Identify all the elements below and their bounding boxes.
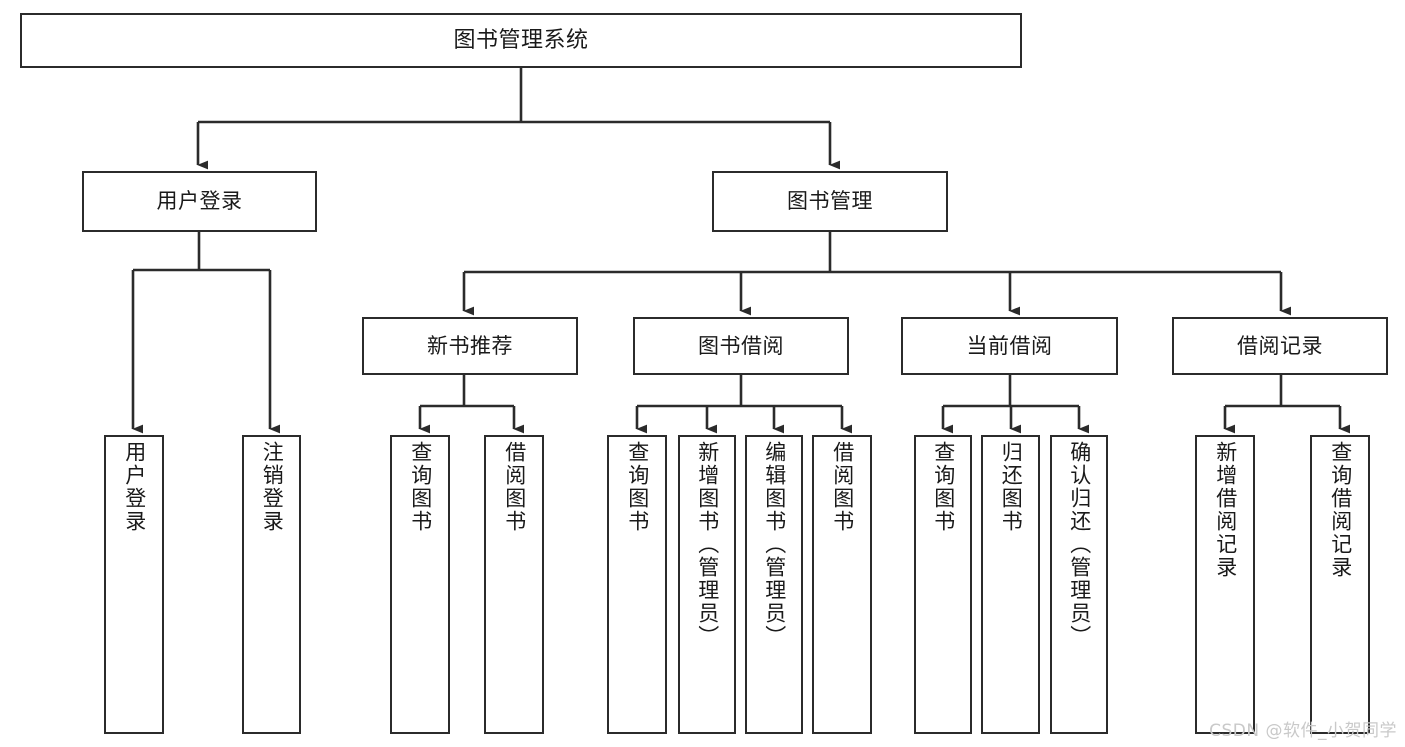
node-book-borrow[interactable]: 图书借阅 bbox=[633, 317, 849, 375]
node-new-book-recommend[interactable]: 新书推荐 bbox=[362, 317, 578, 375]
node-label: 注销登录 bbox=[260, 441, 285, 533]
leaf-return-book[interactable]: 归还图书 bbox=[981, 435, 1040, 734]
csdn-watermark: CSDN @软件_小贺同学 bbox=[1209, 721, 1397, 741]
leaf-add-book-admin[interactable]: 新增图书（管理员） bbox=[678, 435, 736, 734]
leaf-borrow-book-new-book[interactable]: 借阅图书 bbox=[484, 435, 544, 734]
leaf-query-borrow-record[interactable]: 查询借阅记录 bbox=[1310, 435, 1370, 734]
node-label: 当前借阅 bbox=[966, 333, 1053, 358]
node-root-book-management-system[interactable]: 图书管理系统 bbox=[20, 13, 1022, 68]
node-borrow-record[interactable]: 借阅记录 bbox=[1172, 317, 1388, 375]
node-label: 查询图书 bbox=[625, 441, 650, 533]
leaf-add-borrow-record[interactable]: 新增借阅记录 bbox=[1195, 435, 1255, 734]
node-label: 新书推荐 bbox=[427, 333, 513, 358]
leaf-user-login[interactable]: 用户登录 bbox=[104, 435, 164, 734]
node-label: 借阅图书 bbox=[502, 441, 527, 533]
leaf-query-book-borrow[interactable]: 查询图书 bbox=[607, 435, 667, 734]
node-current-borrow[interactable]: 当前借阅 bbox=[901, 317, 1118, 375]
node-label: 用户登录 bbox=[122, 441, 147, 533]
node-book-management[interactable]: 图书管理 bbox=[712, 171, 948, 232]
node-label: 查询图书 bbox=[408, 441, 433, 533]
node-label: 归还图书 bbox=[999, 441, 1024, 533]
node-label: 图书管理系统 bbox=[453, 27, 589, 53]
node-label: 图书借阅 bbox=[698, 333, 784, 358]
node-label: 图书管理 bbox=[787, 189, 873, 214]
leaf-logout-login[interactable]: 注销登录 bbox=[242, 435, 301, 734]
leaf-confirm-return-admin[interactable]: 确认归还（管理员） bbox=[1050, 435, 1108, 734]
node-label: 用户登录 bbox=[156, 189, 243, 214]
node-label: 新增图书（管理员） bbox=[695, 441, 720, 648]
node-label: 确认归还（管理员） bbox=[1067, 441, 1092, 648]
node-user-login[interactable]: 用户登录 bbox=[82, 171, 317, 232]
leaf-borrow-book[interactable]: 借阅图书 bbox=[812, 435, 872, 734]
node-label: 编辑图书（管理员） bbox=[762, 441, 787, 648]
node-label: 新增借阅记录 bbox=[1213, 441, 1238, 579]
leaf-edit-book-admin[interactable]: 编辑图书（管理员） bbox=[745, 435, 803, 734]
node-label: 查询图书 bbox=[931, 441, 956, 533]
node-label: 借阅记录 bbox=[1237, 333, 1323, 358]
node-label: 查询借阅记录 bbox=[1328, 441, 1353, 579]
node-label: 借阅图书 bbox=[830, 441, 855, 533]
leaf-query-book-new-book[interactable]: 查询图书 bbox=[390, 435, 450, 734]
leaf-query-book-current[interactable]: 查询图书 bbox=[914, 435, 972, 734]
